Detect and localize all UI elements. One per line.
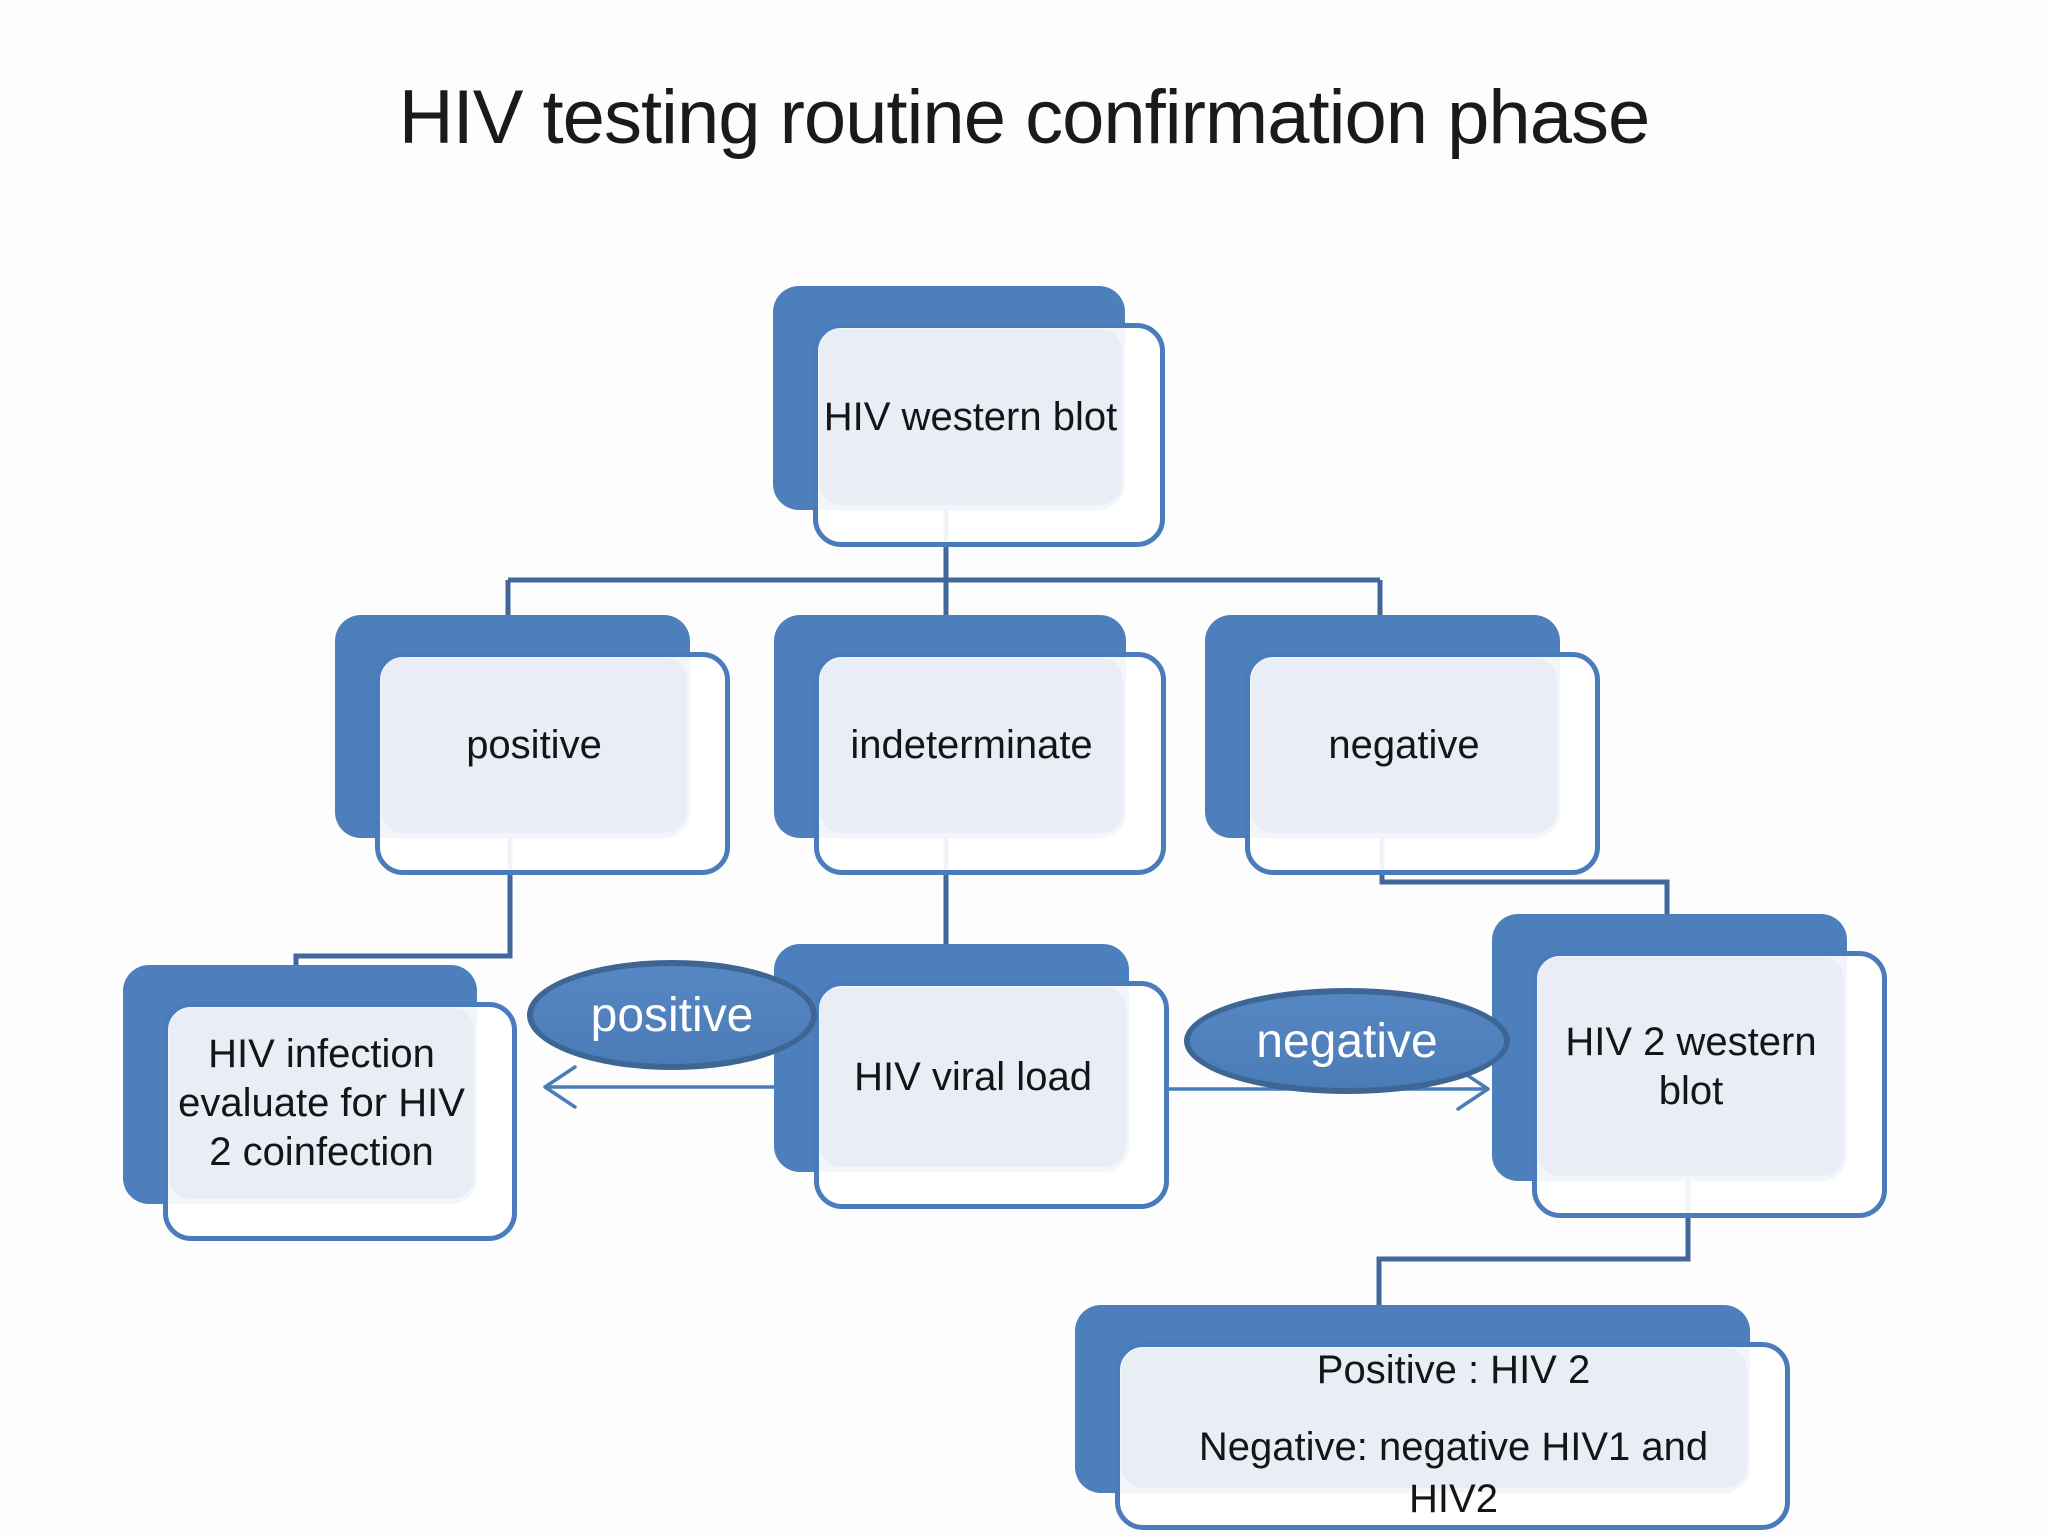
page-title: HIV testing routine confirmation phase — [398, 75, 1650, 160]
result-line-negative: Negative: negative HIV1 and HIV2 — [1198, 1424, 1709, 1522]
node-panel — [381, 658, 687, 833]
node-indeterminate: indeterminate — [774, 615, 1166, 875]
edge-label-negative: negative — [1184, 988, 1510, 1094]
node-panel — [820, 987, 1126, 1167]
edge-positive-to-hiv-infection — [293, 836, 513, 970]
arrowhead-left-icon — [543, 1065, 577, 1109]
node-hiv-viral-load: HIV viral load — [774, 944, 1169, 1209]
node-hiv2-western-blot: HIV 2 western blot — [1492, 914, 1887, 1218]
node-negative: negative — [1205, 615, 1600, 875]
node-result: Positive : HIV 2 Negative: negative HIV1… — [1075, 1305, 1790, 1530]
node-label: HIV viral load — [854, 1054, 1092, 1099]
result-line-positive: Positive : HIV 2 — [1316, 1347, 1591, 1392]
node-label: negative — [1328, 723, 1480, 768]
node-label: HIV western blot — [823, 394, 1118, 439]
node-label: HIV 2 western blot — [1565, 1019, 1817, 1113]
node-label: HIV infection evaluate for HIV 2 coinfec… — [178, 1032, 465, 1174]
node-label: positive — [466, 723, 602, 768]
node-label: indeterminate — [850, 723, 1093, 768]
node-panel — [1121, 1348, 1747, 1488]
node-panel — [820, 658, 1123, 833]
node-panel — [1538, 957, 1844, 1176]
node-panel — [819, 329, 1122, 505]
node-label: Positive : HIV 2 Negative: negative HIV1… — [1117, 1340, 1790, 1530]
edge-label-text: positive — [590, 988, 754, 1042]
node-panel — [169, 1008, 474, 1199]
node-hiv-western-blot: HIV western blot — [773, 286, 1165, 547]
node-positive: positive — [335, 615, 730, 875]
edge-label-positive: positive — [527, 960, 817, 1070]
node-panel — [1251, 658, 1557, 833]
node-hiv-infection: HIV infection evaluate for HIV 2 coinfec… — [123, 965, 517, 1241]
edge-label-text: negative — [1256, 1014, 1438, 1068]
